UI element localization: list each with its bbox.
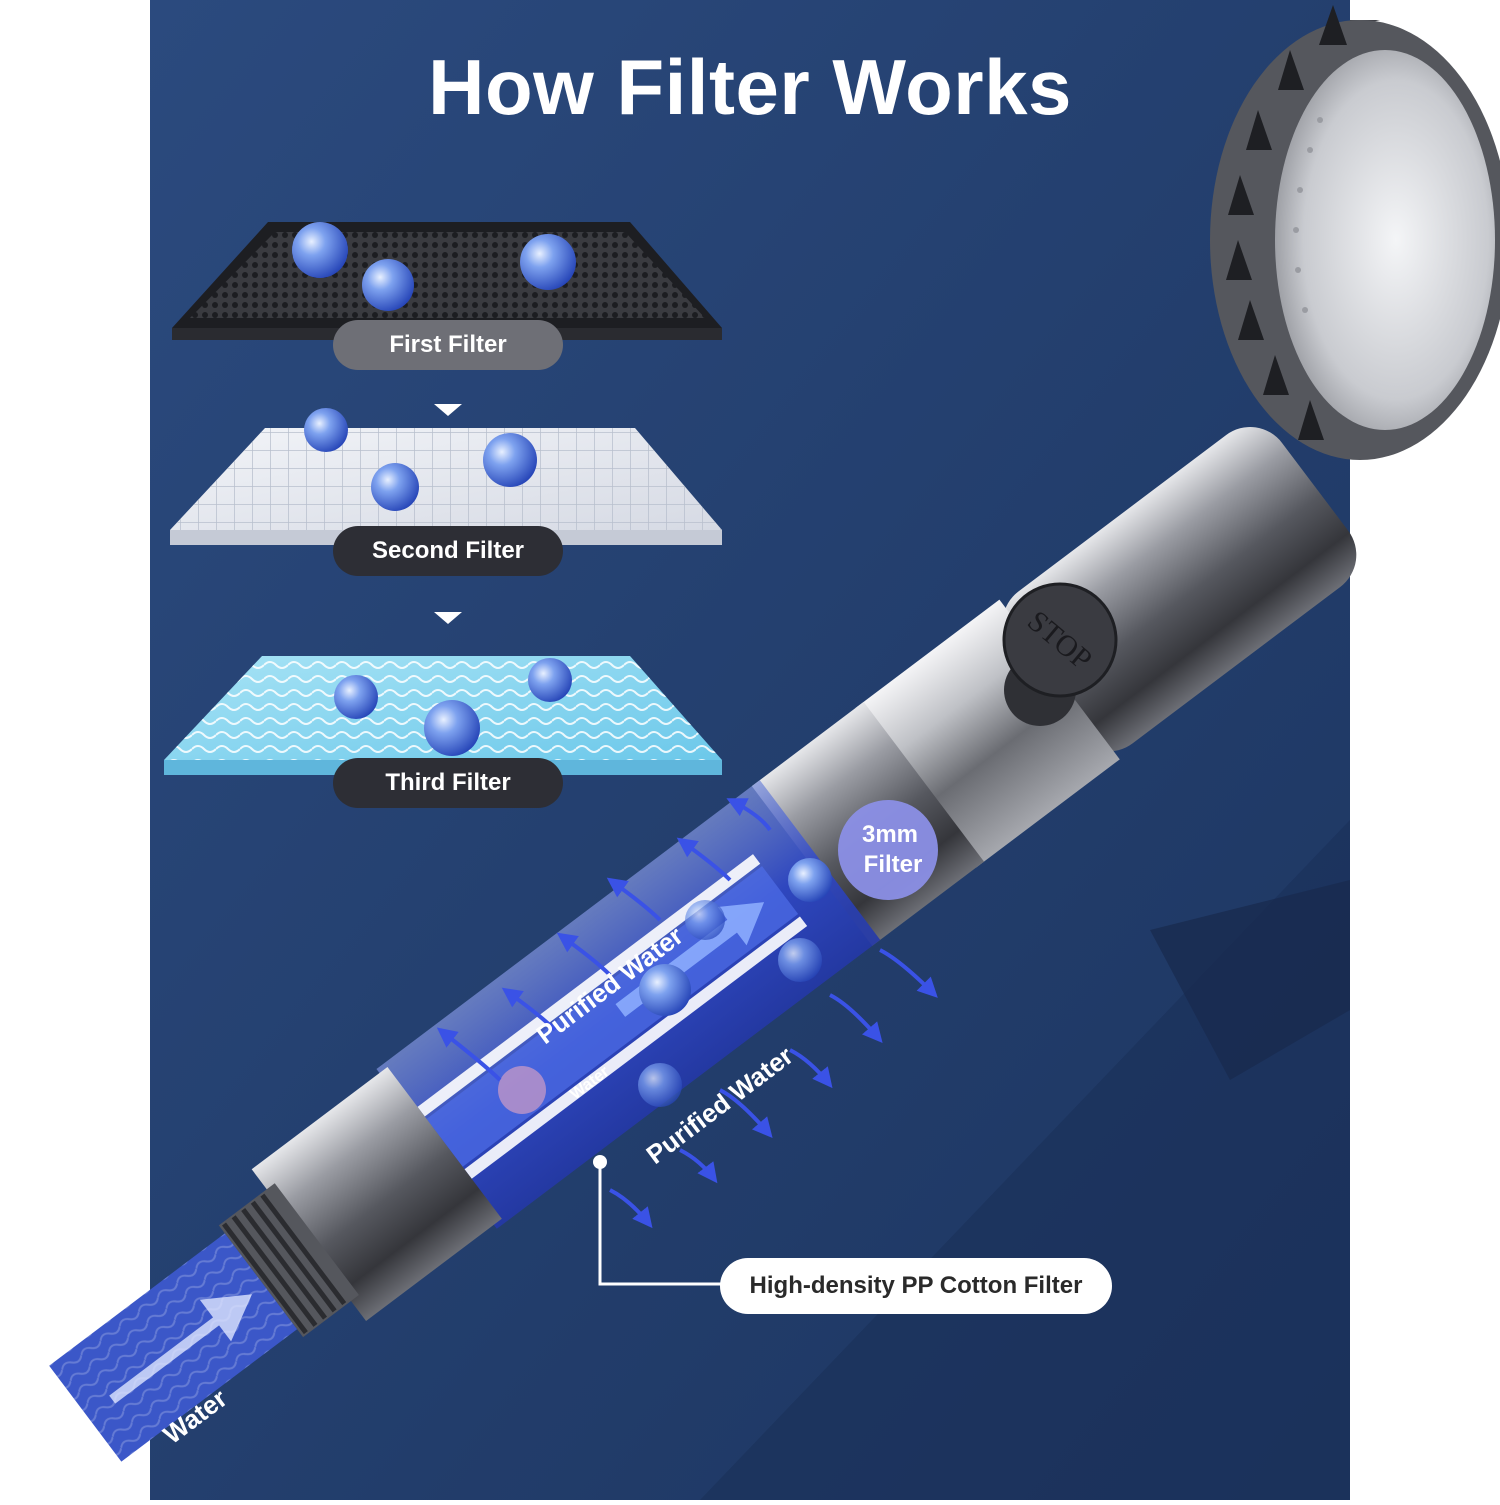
flow-arrows [436, 798, 938, 1229]
second-filter-label: Second Filter [333, 526, 563, 576]
shower-head [1210, 5, 1500, 460]
first-filter-layer [172, 222, 722, 340]
badge-line2: Filter [864, 851, 923, 878]
step-arrow-2 [434, 612, 462, 624]
3mm-filter-badge: 3mm Filter [838, 800, 938, 900]
stop-button: STOP [1002, 582, 1118, 726]
tube-droplets [498, 858, 832, 1114]
step-arrow-1 [434, 404, 462, 416]
callout-connector [593, 1155, 722, 1286]
pp-cotton-filter-callout: High-density PP Cotton Filter [720, 1258, 1112, 1314]
third-filter-label: Third Filter [333, 758, 563, 808]
first-filter-label: First Filter [333, 320, 563, 370]
third-filter-layer [164, 656, 722, 775]
badge-line1: 3mm [862, 821, 918, 848]
page-title: How Filter Works [428, 43, 1072, 131]
